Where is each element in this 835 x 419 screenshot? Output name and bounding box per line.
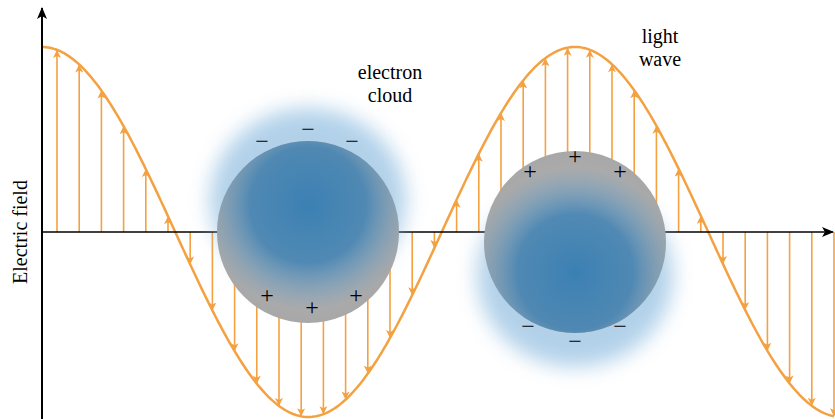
- field-arrow: [78, 66, 80, 232]
- y-axis: [41, 8, 43, 419]
- charge-sign: +: [613, 158, 627, 186]
- axis-label: Electric field: [9, 180, 32, 284]
- field-arrow: [56, 51, 58, 232]
- field-arrow: [456, 201, 458, 232]
- field-arrow: [678, 170, 680, 232]
- charge-sign: +: [305, 294, 319, 322]
- atom-right: [470, 151, 680, 377]
- field-arrow: [744, 232, 746, 309]
- charge-sign: +: [349, 282, 363, 310]
- field-arrow: [833, 232, 835, 415]
- field-arrow: [145, 170, 147, 232]
- charge-sign: −: [568, 328, 582, 356]
- field-arrow: [101, 92, 103, 232]
- field-arrow: [767, 232, 769, 350]
- field-arrow: [811, 232, 813, 405]
- charge-sign: +: [523, 158, 537, 186]
- wave-label: light wave: [630, 25, 690, 71]
- x-axis: [42, 231, 833, 233]
- field-arrow: [478, 155, 480, 232]
- charge-sign: +: [568, 143, 582, 171]
- charge-sign: −: [521, 313, 535, 341]
- charge-sign: −: [613, 313, 627, 341]
- cloud-label: electron cloud: [345, 61, 435, 107]
- charge-sign: −: [301, 116, 315, 144]
- charge-sign: +: [260, 282, 274, 310]
- field-arrow: [189, 232, 191, 263]
- field-arrow: [212, 232, 214, 309]
- atom-left: [203, 100, 413, 323]
- field-arrow: [789, 232, 791, 382]
- sine-wave: [42, 47, 834, 417]
- field-arrow: [411, 232, 413, 294]
- charge-sign: −: [345, 128, 359, 156]
- field-arrow: [722, 232, 724, 263]
- charge-sign: −: [255, 128, 269, 156]
- field-arrow: [123, 127, 125, 232]
